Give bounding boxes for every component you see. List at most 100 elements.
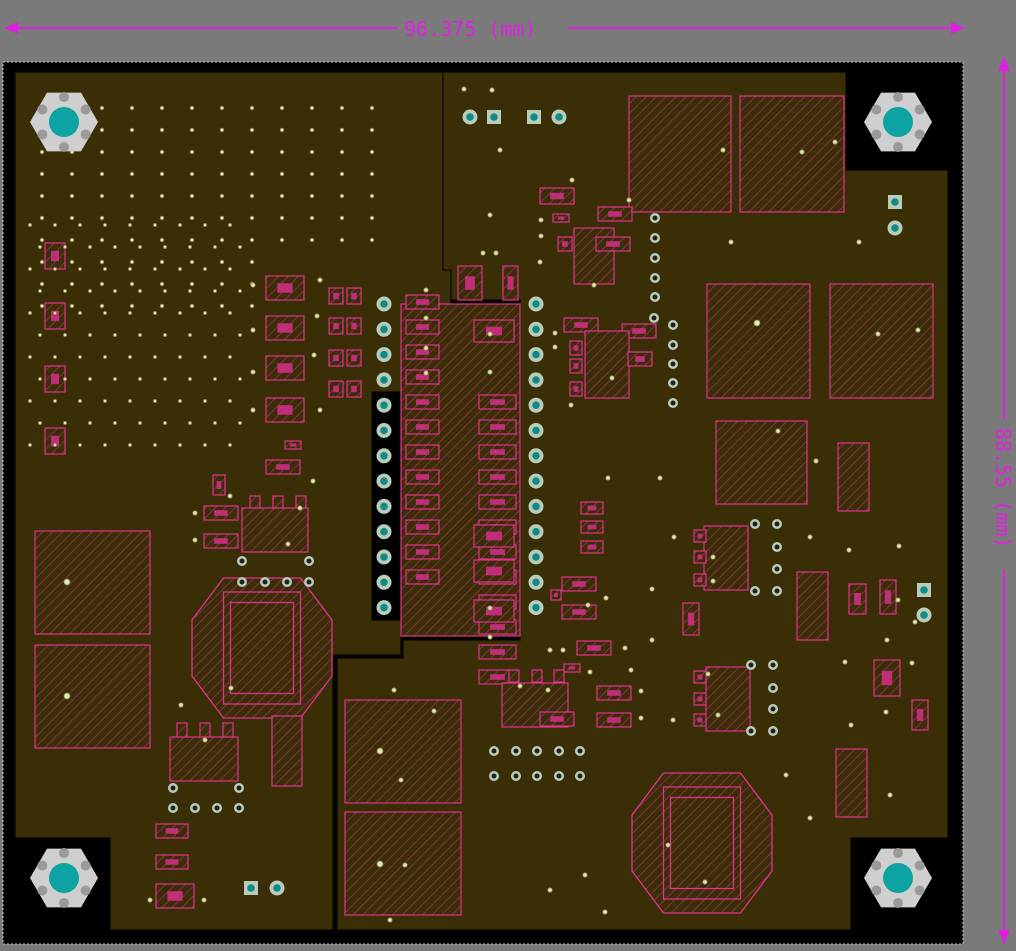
- via-icon: [27, 222, 32, 227]
- via-icon: [895, 597, 901, 603]
- via-icon: [187, 376, 192, 381]
- test-point-hole: [577, 748, 583, 754]
- component-label-mark: [276, 464, 290, 470]
- mounting-hole-via: [37, 885, 48, 896]
- test-point-hole: [652, 294, 658, 300]
- via-icon: [219, 105, 225, 111]
- via-icon: [127, 266, 132, 271]
- test-point-hole: [239, 579, 245, 585]
- via-icon: [53, 310, 58, 315]
- component-label-mark: [490, 424, 505, 430]
- via-icon: [285, 541, 291, 547]
- via-icon: [783, 772, 789, 778]
- via-icon: [391, 687, 397, 693]
- power-pad: [829, 283, 934, 399]
- via-icon: [605, 475, 611, 481]
- via-icon: [88, 288, 93, 293]
- via-icon: [237, 376, 242, 381]
- ic-footprint: [241, 507, 309, 553]
- component-label-mark: [415, 499, 430, 505]
- via-icon: [212, 376, 217, 381]
- ic-footprint: [573, 227, 615, 285]
- via-icon: [88, 376, 93, 381]
- via-icon: [249, 149, 255, 155]
- test-point-hole: [214, 805, 220, 811]
- component-label-mark: [167, 891, 183, 901]
- component-label-mark: [415, 549, 430, 555]
- component-label-mark: [277, 283, 293, 293]
- mounting-hole-via: [893, 848, 903, 858]
- drill-hole: [532, 527, 540, 536]
- via-icon: [129, 127, 135, 133]
- component-label-mark: [51, 435, 59, 447]
- drill-hole: [532, 376, 540, 384]
- test-point-hole: [652, 235, 658, 241]
- via-icon: [189, 303, 195, 309]
- via-icon: [480, 250, 486, 256]
- component-label-mark: [572, 609, 586, 615]
- drill-hole: [532, 553, 540, 561]
- via-icon: [715, 712, 721, 718]
- via-icon: [423, 370, 429, 376]
- via-icon: [69, 237, 75, 243]
- component-label-mark: [697, 674, 703, 680]
- via-icon: [487, 634, 493, 640]
- mounting-hole-via: [59, 92, 69, 102]
- via-icon: [202, 737, 208, 743]
- via-icon: [63, 332, 68, 337]
- via-icon: [228, 685, 234, 691]
- component-label-mark: [607, 690, 621, 696]
- via-icon: [728, 239, 734, 245]
- via-icon: [88, 244, 93, 249]
- capacitor-pad: [271, 715, 303, 787]
- via-icon: [187, 244, 192, 249]
- via-icon: [113, 420, 118, 425]
- via-icon: [609, 375, 615, 381]
- mounting-hole-via: [37, 860, 48, 871]
- test-point-hole: [670, 342, 676, 348]
- via-icon: [152, 354, 157, 359]
- ic-pin: [176, 722, 188, 738]
- component-label-mark: [415, 324, 430, 330]
- via-icon: [152, 266, 157, 271]
- via-icon: [99, 237, 105, 243]
- mounting-hole-via: [871, 860, 882, 871]
- via-icon: [249, 237, 255, 243]
- component-label-mark: [333, 322, 339, 330]
- via-icon: [177, 222, 182, 227]
- drill-hole: [490, 113, 498, 121]
- drill-hole: [532, 603, 540, 612]
- test-point-hole: [651, 315, 657, 321]
- via-icon: [38, 332, 43, 337]
- via-icon: [657, 475, 663, 481]
- test-point-hole: [556, 748, 562, 754]
- via-icon: [309, 171, 315, 177]
- component-label-mark: [277, 405, 293, 415]
- via-icon: [129, 303, 135, 309]
- mounting-hole-via: [893, 92, 903, 102]
- component-label-mark: [635, 356, 645, 362]
- component-label-mark: [557, 216, 565, 220]
- test-point-hole: [513, 773, 519, 779]
- component-label-mark: [587, 505, 597, 511]
- via-icon: [339, 215, 345, 221]
- inductor-footprint: [191, 577, 333, 719]
- via-icon: [487, 369, 493, 375]
- via-icon: [63, 244, 68, 249]
- via-icon: [189, 281, 195, 287]
- via-icon: [547, 887, 553, 893]
- via-icon: [69, 193, 75, 199]
- mounting-hole-via: [37, 129, 48, 140]
- component-label-mark: [607, 717, 621, 723]
- via-icon: [27, 354, 32, 359]
- via-icon: [192, 537, 198, 543]
- via-icon: [202, 266, 207, 271]
- component-label-mark: [854, 593, 861, 605]
- drill-hole: [380, 426, 388, 435]
- test-point-hole: [752, 521, 758, 527]
- via-icon: [250, 327, 256, 333]
- via-icon: [39, 281, 45, 287]
- via-icon: [423, 345, 429, 351]
- drill-hole: [532, 426, 540, 435]
